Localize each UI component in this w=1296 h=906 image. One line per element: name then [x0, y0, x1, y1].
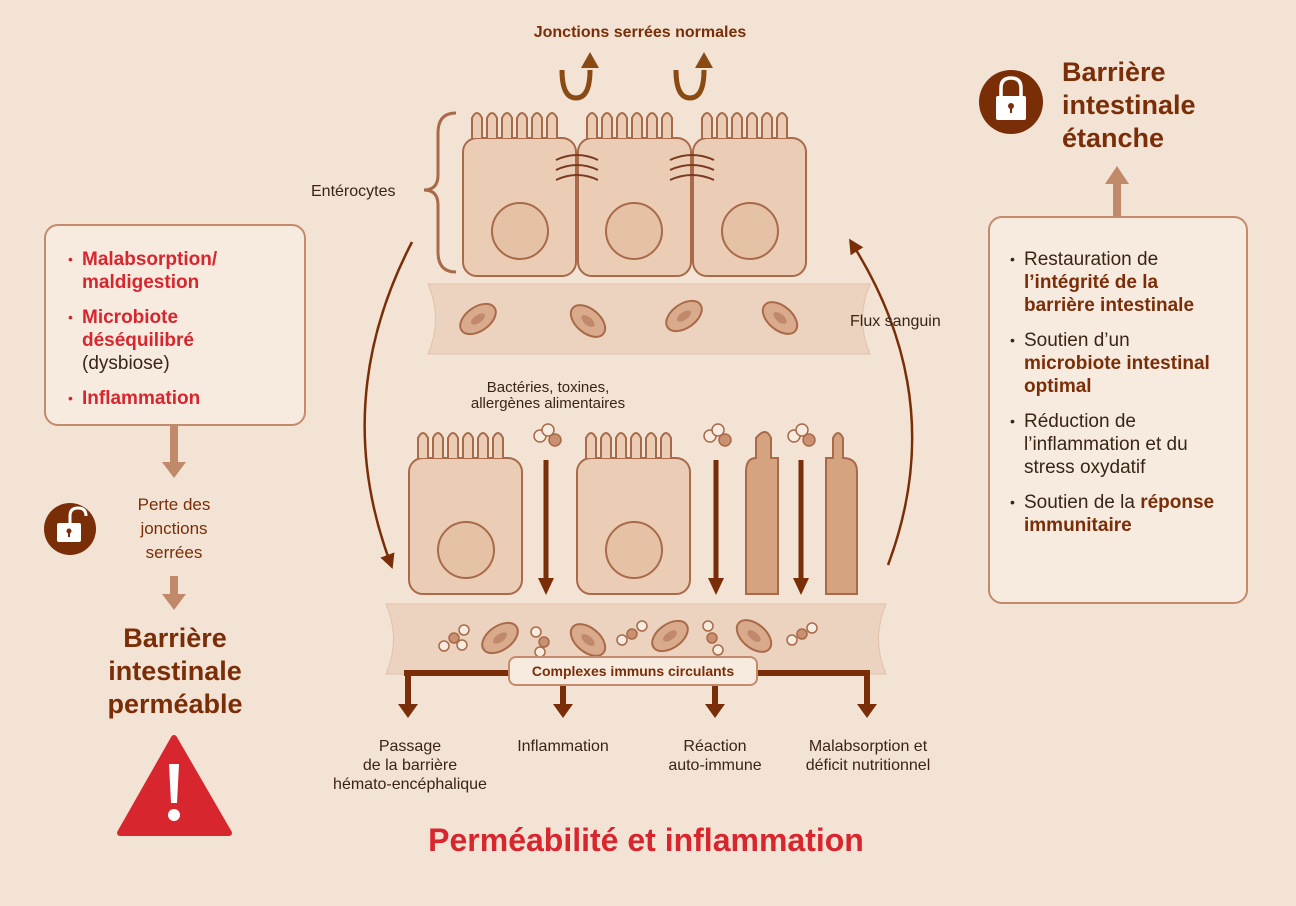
benefit-item: Restauration de l’intégrité de la barriè… — [1010, 248, 1232, 317]
cycle-arrow-left — [363, 241, 414, 570]
tight-junction-strands — [555, 154, 715, 181]
cycle-arrow-right — [849, 238, 914, 566]
leaky-epithelium — [408, 431, 858, 595]
consequence-blood-brain-barrier: Passage de la barrière hémato-encéphaliq… — [333, 738, 487, 793]
benefit-item: Réduction de l’inflammation et du stress… — [1010, 410, 1232, 479]
leaky-cell-2 — [576, 432, 691, 595]
warning-triangle-icon — [117, 735, 232, 836]
causes-list: Malabsorption/ maldigestion Microbiote d… — [68, 248, 290, 410]
healthy-cell-3 — [692, 112, 807, 277]
right-benefits-box: Restauration de l’intégrité de la barriè… — [988, 216, 1248, 604]
locked-padlock-icon — [979, 70, 1043, 134]
tight-junction-arrow-right — [673, 52, 713, 101]
enterocytes-label: Entérocytes — [311, 183, 396, 200]
cause-item: Inflammation — [68, 387, 290, 410]
permeable-barrier-title: Barrière intestinale perméable — [107, 623, 243, 719]
healthy-cell-1 — [462, 112, 577, 277]
benefit-item: Soutien d’un microbiote intestinal optim… — [1010, 329, 1232, 398]
left-flow-arrows — [162, 426, 186, 610]
unlocked-padlock-icon — [44, 503, 96, 555]
immune-complexes-badge: Complexes immuns circulants — [508, 656, 758, 686]
benefit-item: Soutien de la réponse immunitaire — [1010, 491, 1232, 537]
healthy-cell-2 — [577, 112, 692, 277]
blood-flow-label: Flux sanguin — [850, 313, 941, 330]
leaky-blood-vessel — [385, 603, 887, 675]
enterocytes-brace — [423, 111, 457, 274]
left-causes-box: Malabsorption/ maldigestion Microbiote d… — [44, 224, 306, 426]
damaged-cell — [745, 431, 858, 595]
benefits-list: Restauration de l’intégrité de la barriè… — [1010, 248, 1232, 537]
tight-junction-arrow-left — [559, 52, 599, 101]
cause-item: Microbiote déséquilibré(dysbiose) — [68, 306, 290, 375]
top-junctions-label: Jonctions serrées normales — [533, 24, 747, 41]
bacteria-clusters — [533, 423, 816, 447]
healthy-epithelium — [462, 112, 807, 277]
consequence-inflammation: Inflammation — [517, 738, 609, 755]
footer-title: Perméabilité et inflammation — [428, 822, 864, 858]
right-flow-arrow — [1105, 166, 1129, 220]
cause-item: Malabsorption/ maldigestion — [68, 248, 290, 294]
loss-of-junctions-label: Perte des jonctions serrées — [137, 495, 211, 562]
tight-barrier-title: Barrière intestinale étanche — [1062, 57, 1196, 153]
consequence-autoimmune: Réaction auto-immune — [668, 738, 762, 774]
consequence-malabsorption: Malabsorption et déficit nutritionnel — [805, 738, 931, 774]
healthy-blood-vessel — [427, 283, 871, 355]
passage-arrows — [538, 460, 809, 595]
leaky-cell-1 — [408, 432, 523, 595]
bacteria-label: Bactéries, toxines, allergènes alimentai… — [470, 379, 626, 412]
